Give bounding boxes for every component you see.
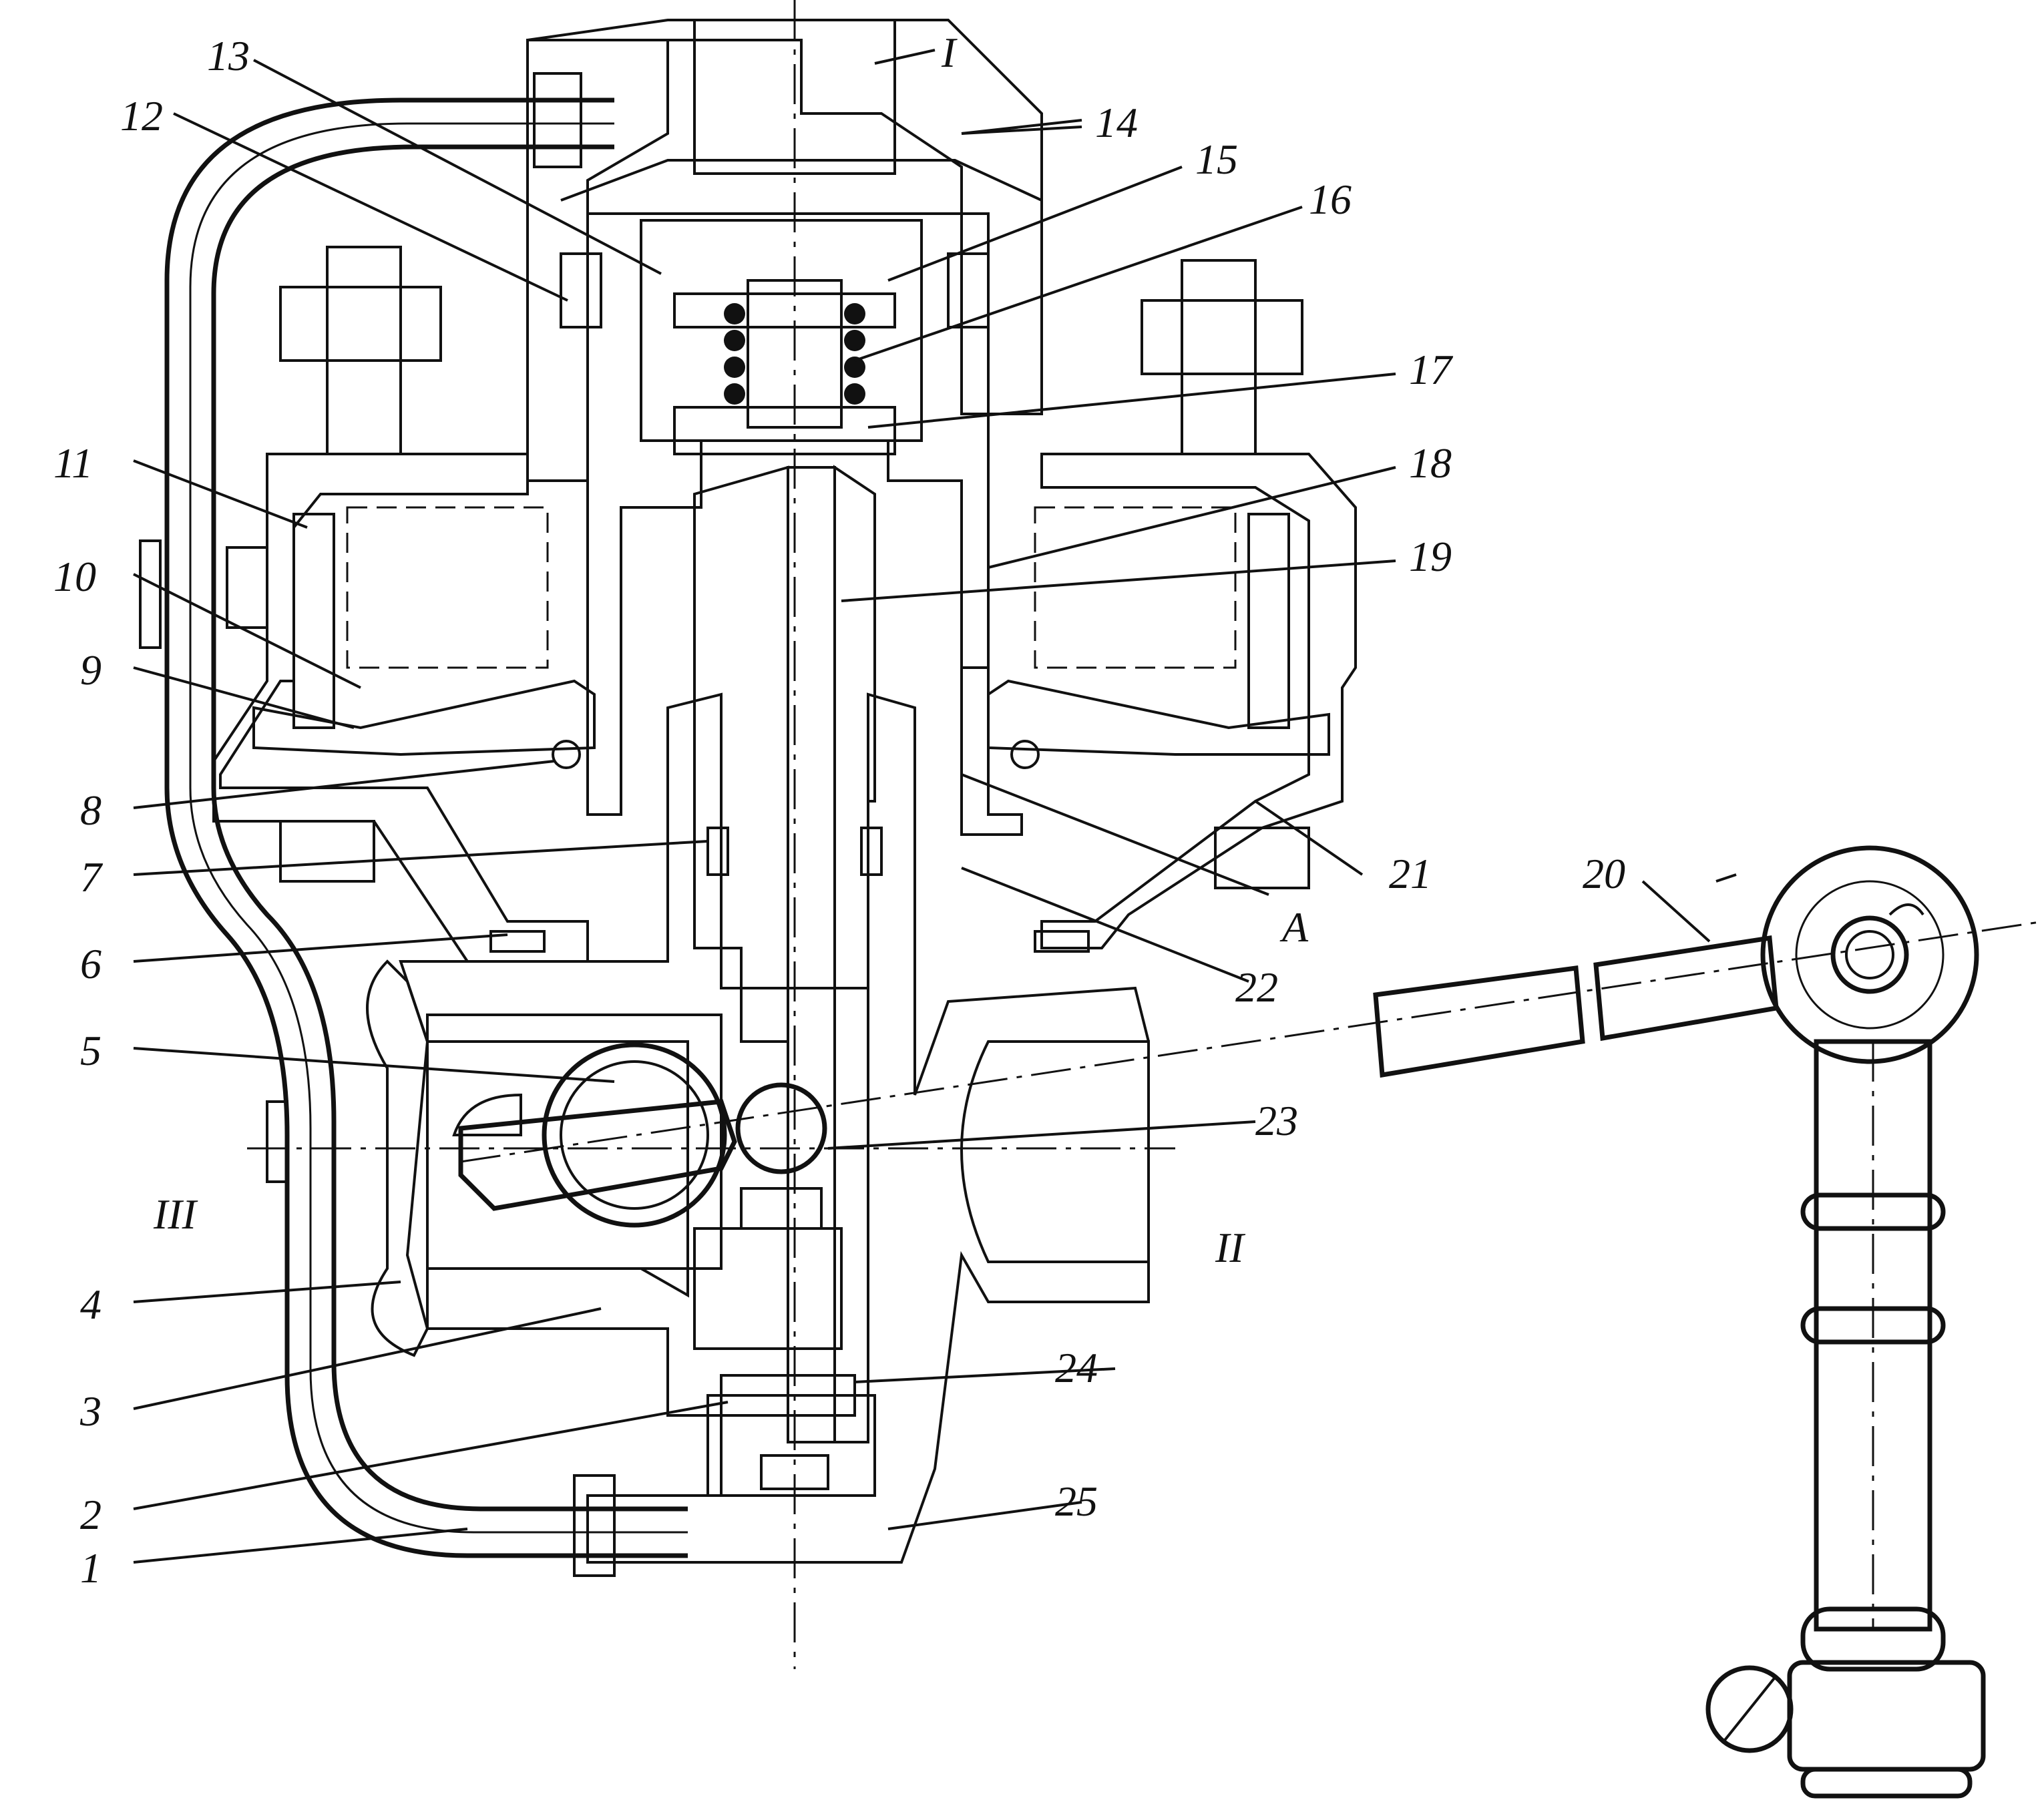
label-14: 14 [1095, 99, 1138, 146]
right-diaphragm-housing [960, 453, 1357, 949]
valve-body [266, 692, 1150, 1577]
label-19: 19 [1409, 533, 1452, 580]
lever-cam [452, 1042, 827, 1230]
stud-right [1141, 259, 1310, 889]
label-I: I [941, 29, 958, 76]
label-18: 18 [1409, 439, 1452, 487]
part-labels: 1 2 3 4 III 5 6 7 8 9 10 11 12 13 I 14 1… [53, 29, 1625, 1592]
label-A: A [1279, 903, 1309, 951]
label-16: 16 [1309, 176, 1352, 223]
bypass-pipe [164, 97, 688, 1558]
leader-lines [133, 49, 1737, 1564]
label-9: 9 [80, 646, 101, 694]
label-3: 3 [79, 1387, 101, 1435]
label-5: 5 [80, 1027, 101, 1074]
label-1: 1 [80, 1544, 101, 1592]
label-6: 6 [80, 940, 101, 987]
seals [489, 827, 1090, 953]
label-III: III [153, 1190, 198, 1238]
piston [560, 212, 990, 816]
center-lines [247, 0, 2044, 1669]
label-10: 10 [53, 553, 96, 600]
label-13: 13 [207, 32, 250, 79]
stud-left [279, 246, 442, 883]
label-20: 20 [1583, 850, 1625, 897]
label-2: 2 [80, 1491, 101, 1538]
linkage-rod [1373, 845, 1986, 1799]
left-diaphragm-housing [139, 453, 596, 963]
label-4: 4 [80, 1281, 101, 1328]
label-11: 11 [53, 439, 93, 487]
label-23: 23 [1255, 1097, 1298, 1144]
label-8: 8 [80, 786, 101, 834]
label-22: 22 [1235, 963, 1278, 1011]
label-17: 17 [1409, 346, 1454, 393]
stem [693, 465, 876, 1443]
label-24: 24 [1055, 1344, 1098, 1391]
spring [724, 303, 865, 405]
label-12: 12 [120, 92, 163, 140]
label-25: 25 [1055, 1478, 1098, 1525]
label-15: 15 [1195, 136, 1238, 183]
label-7: 7 [80, 853, 104, 901]
label-21: 21 [1389, 850, 1432, 897]
label-II: II [1215, 1224, 1245, 1271]
